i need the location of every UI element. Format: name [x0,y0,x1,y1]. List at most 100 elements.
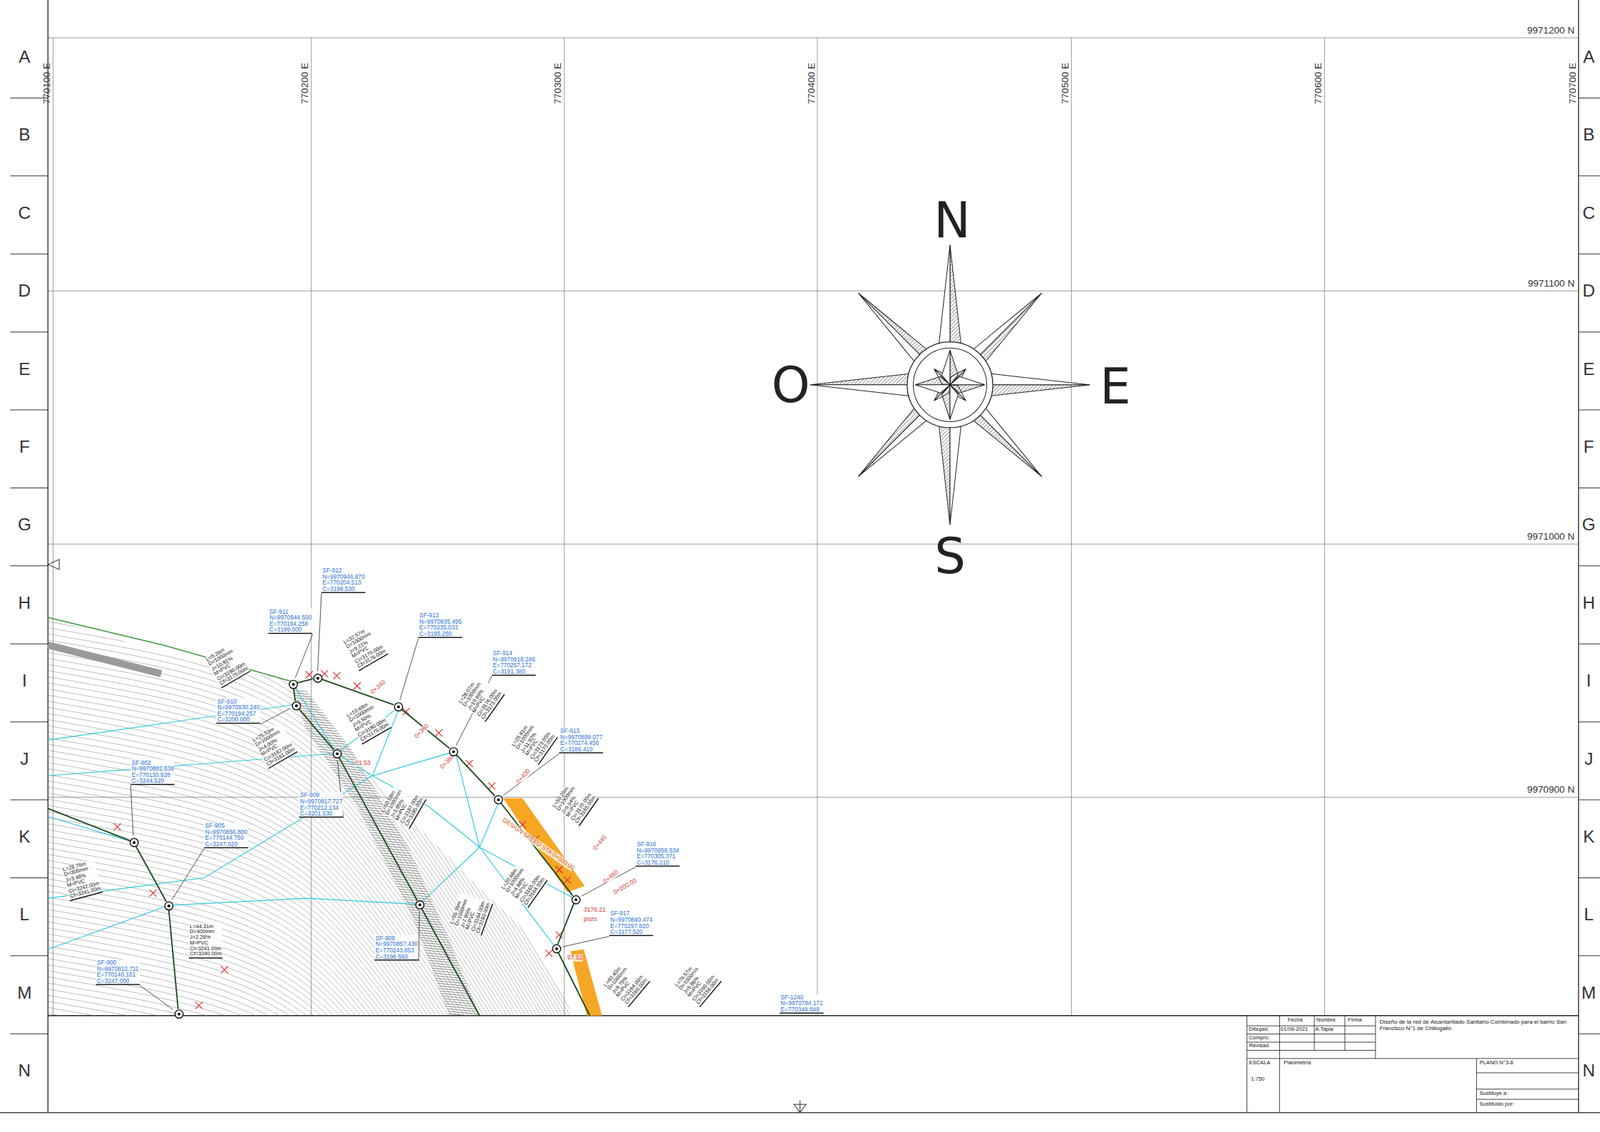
contour-line [275,977,491,998]
contour-line [275,766,491,788]
pipe-data: L=76.57m D=1000mm J=5.86% M=PVC Ci=3160.… [673,958,722,1008]
manhole: SF-910 N=9970930.240 E=770194.257 C=3200… [291,700,301,710]
contour-line [30,753,613,1132]
row-letter: D [18,282,32,302]
contour-line [30,808,613,1132]
contour-line [30,673,613,1132]
leader-line [260,708,291,725]
station-mark [435,729,443,737]
contour-line [275,845,491,866]
contour-line [30,741,613,1132]
contour-line [30,875,613,1132]
contour-line [30,814,613,1132]
row-letter: D [1582,282,1596,302]
pipe-data: L=28.76m D=300mm J=3.48% M=PVC Ci=3242.0… [61,858,104,901]
contour-line [30,612,613,1132]
contour-line [30,979,613,1132]
manhole-callout: SF-1240 N=9970784.171 E=770349.849 [779,994,824,1015]
title-block-cell: Planimetría [1283,1060,1311,1067]
contour-line [30,924,613,1132]
row-tick [9,175,1600,177]
contour-line [30,857,613,1132]
manhole-callout: SF-915 N=9970899.077 E=770274.456 C=3186… [559,727,604,754]
compass-point [950,384,958,420]
grid-coordinate: 770200 E [300,62,311,105]
contour-line [275,992,491,1013]
contour-line [30,563,613,1094]
pipe-data: L=25.53m D=1000mm J=4.00% M=PVC Ci=3182.… [250,721,298,769]
grid-coordinate: 770600 E [1313,62,1325,105]
compass-point [858,292,951,385]
centering-mark [793,1100,807,1113]
manhole-callout: SF-917 N=9970840.474 E=770297.820 C=3177… [609,910,654,936]
station-label: 0+000.00 [612,877,638,896]
title-block-cell: A.Tapia [1315,1026,1334,1033]
contour-line [30,550,613,1082]
row-tick [9,97,1600,99]
contour-line [30,832,613,1132]
compass-point [858,292,951,385]
row-letter: K [1582,828,1595,848]
grid-coordinate: 770300 E [553,62,564,105]
contour-line [30,581,613,1113]
contour-line [30,624,613,1132]
contour-line [30,692,613,1132]
contour-line [30,734,613,1132]
contour-line [275,842,491,864]
contour-line [275,979,491,1001]
row-letter: H [18,594,32,614]
manhole-callout: SF-905 N=9970856.800 E=770144.750 C=3247… [203,822,249,849]
row-letter: A [1582,48,1595,68]
station-label: 0+360 [413,722,431,740]
title-block-cell: Revisad. [1248,1042,1271,1049]
contour-line [30,593,613,1125]
station-mark [114,823,122,831]
contour-line [30,606,613,1132]
contour-line [275,999,491,1020]
manhole: SF-916 N=9970859.534 E=770305.371 C=3176… [570,894,581,904]
compass-point [950,384,1042,477]
title-block-lines [1247,1015,1579,1113]
contour-line [275,771,491,793]
manhole-callout: SF-913 N=9970935.495 E=770235.033 C=3195… [418,612,463,638]
pipe-data: L=50.59m D=1000mm J=3.95% M=PVC Ci=3187.… [379,781,427,829]
pipe-data: L=28.07m D=1000mm J=10.69% M=PVC Ci=3176… [456,674,505,722]
pipe-data: L=10.68m D=1000mm J=9.50% M=PVC Ci=3180.… [344,697,392,745]
grid-coordinate: 770700 E [1567,62,1578,105]
station-label: 0+440 [591,833,608,852]
row-letter: I [22,672,28,692]
row-letter: N [1582,1061,1596,1082]
contour-line [30,557,613,1089]
contour-line [275,989,491,1011]
contour-line [275,852,491,874]
pipe-data: L=40.40m D=1000mm J=9.75% M=PVC Ci=3164.… [602,958,651,1008]
leader-line [139,984,174,1010]
station-mark [488,782,496,790]
sewer-pipe [297,678,313,683]
leader-line [399,637,419,700]
contour-line [275,997,491,1018]
grid-coordinate: 9971000 N [1527,530,1576,542]
station-mark [555,865,564,874]
contour-line [30,893,613,1132]
contour-line [30,630,613,1132]
contour-line [30,642,613,1132]
contour-line [30,600,613,1132]
contour-line [30,771,613,1132]
contour-line [30,881,613,1132]
leader-line [171,848,204,900]
contour-line [275,1009,491,1030]
sewer-pipe [168,910,179,1010]
contour-line [275,860,491,881]
manhole: SF-914 N=9970918.246 E=770257.172 C=3191… [448,746,458,756]
pipe-data: L=32.57m D=1000mm J=9.21% M=PVC Ci=3179.… [342,623,389,671]
station-mark [220,965,229,973]
row-letter: J [1584,750,1593,770]
pipe-data: L=55.35m D=1000mm J=7.95% M=PVC Ci=3164.… [448,891,494,936]
contour-line [275,862,491,884]
station-label: pozo [583,915,598,922]
compass-ring [912,347,987,422]
contour-line [30,973,613,1132]
row-letter: B [1582,126,1595,147]
